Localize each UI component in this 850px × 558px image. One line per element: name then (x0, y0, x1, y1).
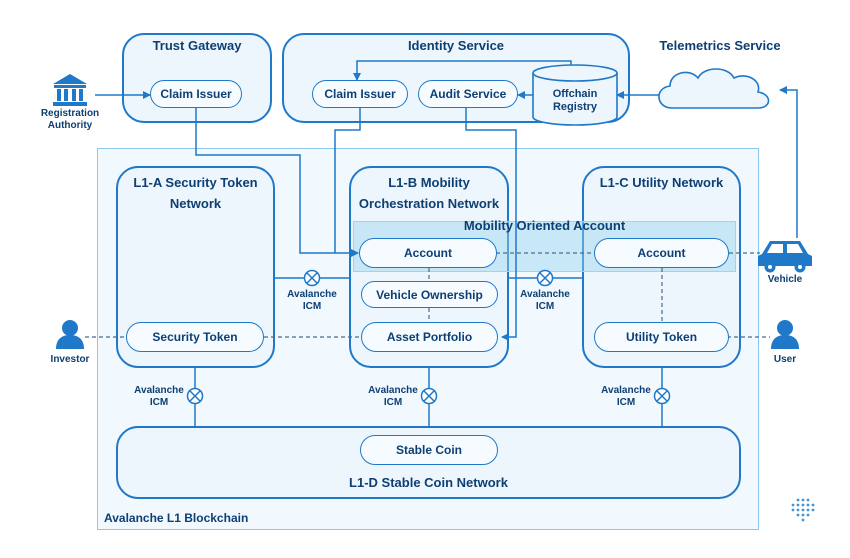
icm-label-ad-line1: Avalanche (134, 385, 184, 396)
trust-gateway-box (122, 33, 272, 123)
l1d-title: L1-D Stable Coin Network (349, 475, 508, 490)
icm-label-ab-line2: ICM (302, 301, 322, 312)
icm-junctions (186, 269, 671, 405)
investor-label: Investor (50, 354, 90, 365)
identity-service-title: Identity Service (407, 38, 505, 53)
audit-service[interactable]: Audit Service (418, 80, 518, 108)
utility-token[interactable]: Utility Token (594, 322, 729, 352)
trust-gateway-claim-issuer[interactable]: Claim Issuer (150, 80, 242, 108)
registration-authority-line1: Registration (40, 108, 100, 119)
user-label: User (773, 354, 797, 365)
trust-gateway-title: Trust Gateway (152, 38, 242, 53)
l1b-title-line2: Orchestration Network (358, 196, 500, 211)
l1a-title-line1: L1-A Security Token (133, 175, 258, 190)
icm-label-bc-line1: Avalanche (520, 289, 570, 300)
l1b-account[interactable]: Account (359, 238, 497, 268)
security-token[interactable]: Security Token (126, 322, 264, 352)
telemetrics-service-title: Telemetrics Service (659, 38, 781, 53)
icm-label-bd-line1: Avalanche (368, 385, 418, 396)
l1a-title-line2: Network (169, 196, 222, 211)
icm-label-bc-line2: ICM (535, 301, 555, 312)
l1c-account[interactable]: Account (594, 238, 729, 268)
icm-label-bd-line2: ICM (383, 397, 403, 408)
asset-portfolio[interactable]: Asset Portfolio (361, 322, 498, 352)
icm-label-ab-line1: Avalanche (287, 289, 337, 300)
vehicle-ownership[interactable]: Vehicle Ownership (361, 281, 498, 308)
l1c-title: L1-C Utility Network (599, 175, 724, 190)
vehicle-label: Vehicle (767, 274, 803, 285)
identity-claim-issuer[interactable]: Claim Issuer (312, 80, 408, 108)
offchain-registry-line1: Offchain (552, 88, 598, 100)
offchain-registry-line2: Registry (552, 101, 598, 113)
icm-label-cd-line1: Avalanche (601, 385, 651, 396)
icm-label-cd-line2: ICM (616, 397, 636, 408)
icm-label-ad-line2: ICM (149, 397, 169, 408)
registration-authority-line2: Authority (47, 120, 93, 131)
mobility-oriented-account-label: Mobility Oriented Account (463, 218, 626, 233)
blockchain-title: Avalanche L1 Blockchain (104, 511, 249, 525)
stable-coin[interactable]: Stable Coin (360, 435, 498, 465)
l1b-title-line1: L1-B Mobility (388, 175, 470, 190)
